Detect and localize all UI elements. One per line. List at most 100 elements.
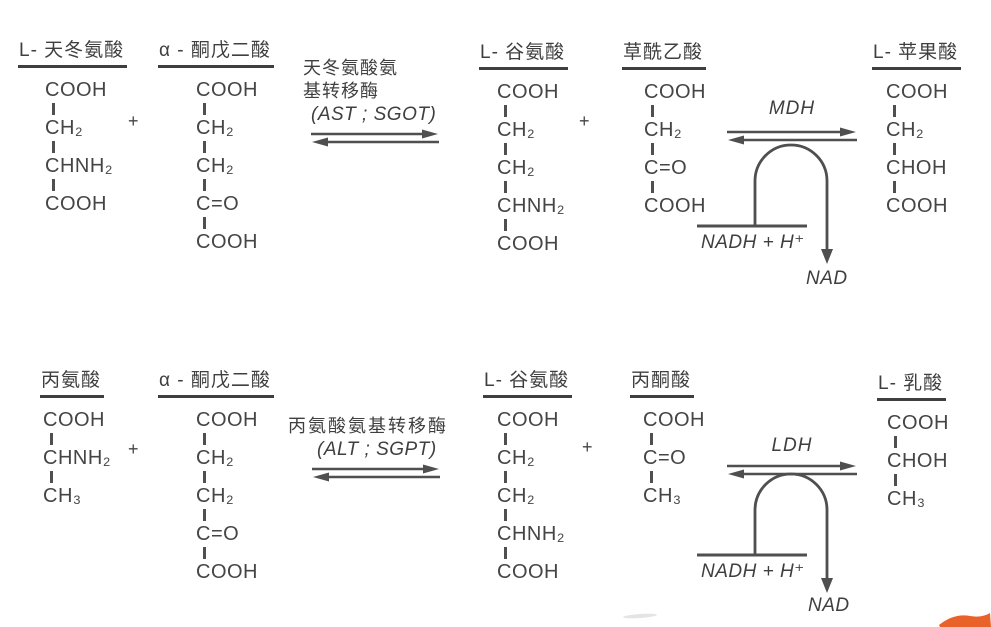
cofactor-arc-arrow bbox=[697, 143, 833, 264]
formula-line: COOH bbox=[497, 81, 559, 103]
bond-line bbox=[504, 219, 507, 231]
reversible-arrows-icon bbox=[311, 129, 439, 147]
bond-line bbox=[203, 471, 206, 483]
enzyme-abbrev: (AST ; SGOT) bbox=[311, 104, 437, 125]
bond-line bbox=[893, 181, 896, 193]
formula-line: C=O bbox=[196, 523, 240, 545]
bond-line bbox=[893, 143, 896, 155]
formula-line: COOH bbox=[45, 193, 107, 215]
plus-sign: + bbox=[579, 111, 590, 131]
bond-line bbox=[504, 509, 507, 521]
formula-line: CH₂ bbox=[45, 117, 84, 139]
bond-line bbox=[894, 474, 897, 486]
formula-line: CH₂ bbox=[196, 117, 235, 139]
formula-line: CH₂ bbox=[886, 119, 925, 141]
reversible-arrows-icon bbox=[312, 464, 440, 482]
formula-line: COOH bbox=[497, 409, 559, 431]
bond-line bbox=[203, 103, 206, 115]
formula-line: CHNH₂ bbox=[497, 523, 566, 545]
formula-line: CH₂ bbox=[497, 485, 536, 507]
bond-line bbox=[203, 433, 206, 445]
bond-line bbox=[203, 141, 206, 153]
cofactor-nad: NAD bbox=[808, 595, 850, 616]
formula-line: CH₂ bbox=[644, 119, 683, 141]
bond-line bbox=[650, 433, 653, 445]
formula-line: C=O bbox=[643, 447, 687, 469]
formula-line: CHNH₂ bbox=[43, 447, 112, 469]
bond-line bbox=[203, 547, 206, 559]
chemical-structure: COOH CH₂ CH₂ CHNH₂ COOH bbox=[497, 409, 572, 583]
bond-line bbox=[651, 143, 654, 155]
formula-line: COOH bbox=[887, 412, 949, 434]
enzyme-alt: 丙氨酸氨基转移酶 (ALT ; SGPT) bbox=[288, 415, 448, 482]
compound-name: 草酰乙酸 bbox=[622, 43, 707, 70]
bond-line bbox=[651, 105, 654, 117]
bond-line bbox=[203, 217, 206, 229]
formula-line: COOH bbox=[196, 409, 258, 431]
enzyme-ldh: LDH bbox=[771, 435, 813, 456]
formula-line: CH₂ bbox=[497, 157, 536, 179]
bond-line bbox=[504, 105, 507, 117]
enzyme-name-line1: 天冬氨酸氨 bbox=[303, 58, 398, 78]
bond-line bbox=[894, 436, 897, 448]
compound-name: L- 天冬氨酸 bbox=[18, 41, 128, 68]
formula-line: COOH bbox=[643, 409, 705, 431]
bond-line bbox=[504, 471, 507, 483]
bond-line bbox=[52, 103, 55, 115]
compound-name: L- 谷氨酸 bbox=[479, 43, 569, 70]
formula-line: COOH bbox=[45, 79, 107, 101]
formula-line: COOH bbox=[644, 81, 706, 103]
bond-line bbox=[504, 181, 507, 193]
page-corner-mark bbox=[939, 613, 991, 627]
compound-name: L- 苹果酸 bbox=[872, 43, 962, 70]
formula-line: COOH bbox=[43, 409, 105, 431]
scan-smudge bbox=[622, 612, 658, 620]
formula-line: COOH bbox=[886, 81, 948, 103]
bond-line bbox=[203, 509, 206, 521]
bond-line bbox=[50, 471, 53, 483]
bond-line bbox=[504, 143, 507, 155]
bond-line bbox=[504, 547, 507, 559]
compound-name: 丙酮酸 bbox=[630, 371, 695, 398]
formula-line: CH₂ bbox=[497, 447, 536, 469]
formula-line: CH₂ bbox=[497, 119, 536, 141]
formula-line: CH₃ bbox=[887, 488, 926, 510]
formula-line: COOH bbox=[196, 231, 258, 253]
formula-line: COOH bbox=[497, 561, 559, 583]
chemical-structure: COOH C=O CH₃ bbox=[643, 409, 705, 507]
bond-line bbox=[504, 433, 507, 445]
compound-pyruvate: 丙酮酸 COOH C=O CH₃ bbox=[630, 371, 705, 507]
formula-line: CHOH bbox=[886, 157, 947, 179]
bond-line bbox=[203, 179, 206, 191]
formula-line: COOH bbox=[196, 79, 258, 101]
enzyme-mdh: MDH bbox=[768, 98, 816, 119]
bond-line bbox=[52, 141, 55, 153]
plus-sign: + bbox=[128, 439, 139, 459]
formula-line: COOH bbox=[644, 195, 706, 217]
formula-line: CH₃ bbox=[643, 485, 682, 507]
enzyme-name-line1: 丙氨酸氨基转移酶 bbox=[288, 416, 448, 436]
compound-l-glutamate-bottom: L- 谷氨酸 COOH CH₂ CH₂ CHNH₂ COOH bbox=[483, 371, 573, 583]
bond-line bbox=[650, 471, 653, 483]
enzyme-name-line2: 基转移酶 bbox=[303, 81, 379, 101]
reversible-arrows-icon bbox=[727, 127, 857, 145]
formula-line: C=O bbox=[196, 193, 240, 215]
bond-line bbox=[893, 105, 896, 117]
compound-name: L- 谷氨酸 bbox=[483, 371, 573, 398]
plus-sign: + bbox=[582, 437, 593, 457]
